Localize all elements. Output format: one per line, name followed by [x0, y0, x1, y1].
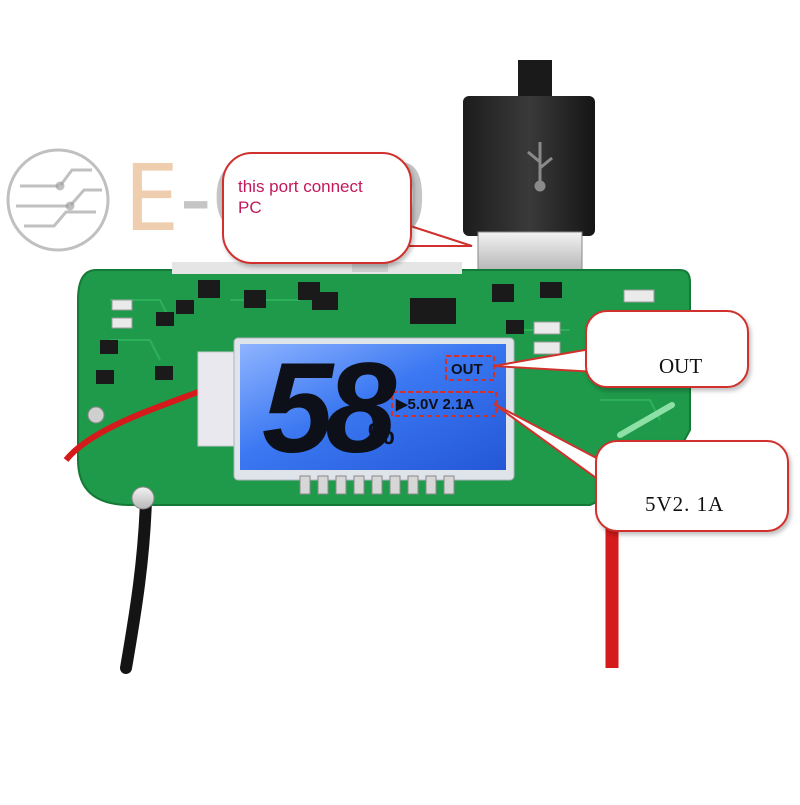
smd-components — [96, 280, 562, 384]
usb-plug-metal — [477, 231, 583, 271]
watermark-letter: - — [168, 145, 224, 252]
lcd-pins — [299, 475, 455, 495]
callout-port-line2: PC — [238, 198, 262, 217]
callout-port-connect: this port connect PC — [222, 152, 412, 264]
callout-out-label: OUT — [659, 354, 703, 378]
usb-cable — [518, 60, 552, 102]
callout-out: OUT — [585, 310, 749, 388]
black-wire — [120, 494, 152, 674]
board-top-connector — [172, 262, 462, 274]
callout-port-line1: this port connect — [238, 177, 363, 196]
usb-icon — [527, 142, 553, 192]
callout-amp: 5V2. 1A — [595, 440, 789, 532]
red-wire-on-board — [63, 389, 200, 462]
lcd-screen — [240, 344, 506, 470]
callout-pointers — [396, 220, 612, 491]
pcb-via-left — [87, 406, 105, 424]
watermark-letter: E — [124, 145, 180, 252]
usb-plug — [463, 96, 595, 236]
watermark-logo-icon — [6, 148, 110, 252]
resistors — [111, 289, 655, 355]
lcd-percent-digits: 58 — [262, 337, 396, 480]
pcb-highlight — [617, 402, 675, 438]
callout-amp-label: 5V2. 1A — [645, 492, 725, 516]
lcd-out-indicator: OUT — [451, 361, 483, 378]
lcd-percent-sign: % — [368, 418, 395, 451]
out-highlight-box — [445, 355, 495, 381]
pcb-mount-hole — [131, 486, 155, 510]
lcd-voltage-current: ▶5.0V 2.1A — [396, 396, 475, 413]
